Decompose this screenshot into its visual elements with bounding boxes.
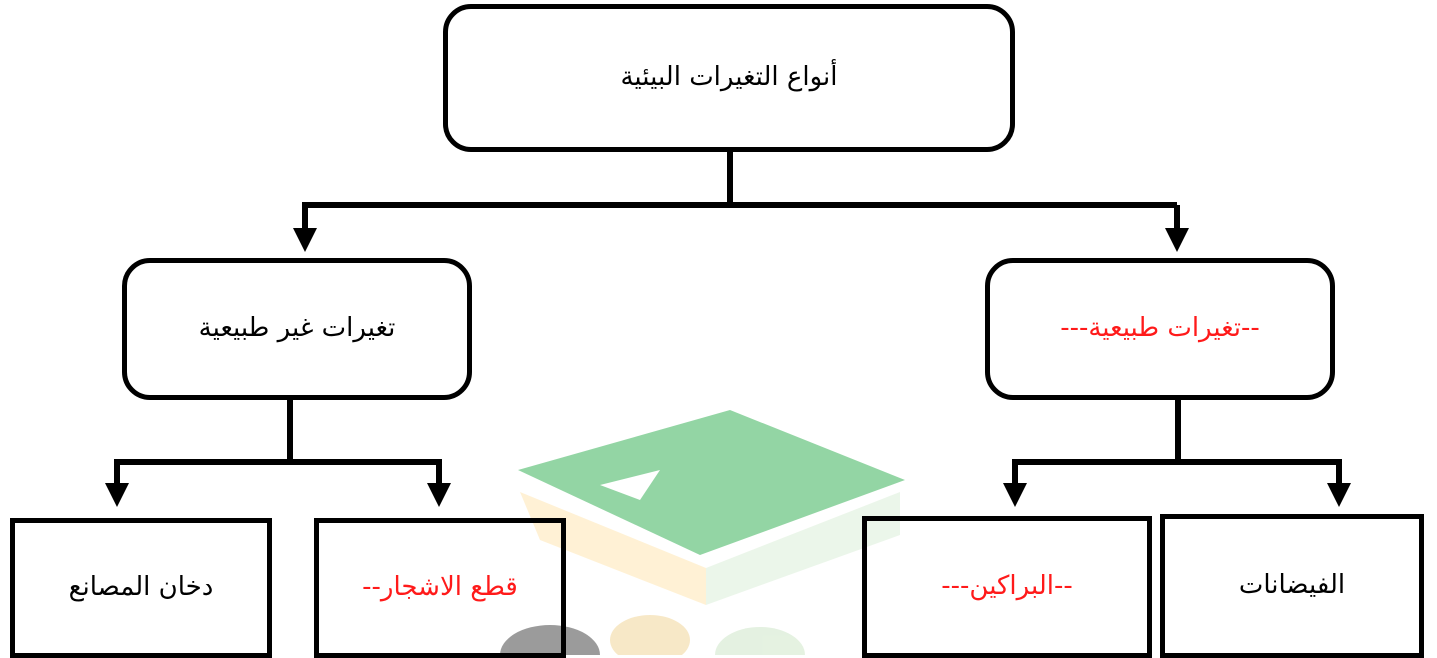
leaf-node-floods: الفيضانات (1160, 514, 1424, 658)
leaf-label-factory-smoke: دخان المصانع (68, 572, 214, 603)
root-node: أنواع التغيرات البيئية (443, 4, 1015, 152)
branch-node-non-natural: تغيرات غير طبيعية (122, 258, 472, 400)
branch-node-natural: --تغيرات طبيعية--- (985, 258, 1335, 400)
branch-label-natural: --تغيرات طبيعية--- (1060, 313, 1260, 344)
leaf-node-volcanoes: --البراكين--- (862, 516, 1152, 658)
root-label: أنواع التغيرات البيئية (620, 62, 838, 93)
branch-label-non-natural: تغيرات غير طبيعية (198, 313, 396, 344)
connectors (105, 150, 1351, 507)
leaf-label-tree-cutting: قطع الاشجار-- (362, 572, 518, 603)
leaf-label-floods: الفيضانات (1238, 570, 1346, 601)
leaf-node-factory-smoke: دخان المصانع (10, 518, 272, 658)
leaf-label-volcanoes: --البراكين--- (941, 571, 1073, 602)
leaf-node-tree-cutting: قطع الاشجار-- (314, 518, 566, 658)
graduation-cap-icon (500, 410, 905, 655)
